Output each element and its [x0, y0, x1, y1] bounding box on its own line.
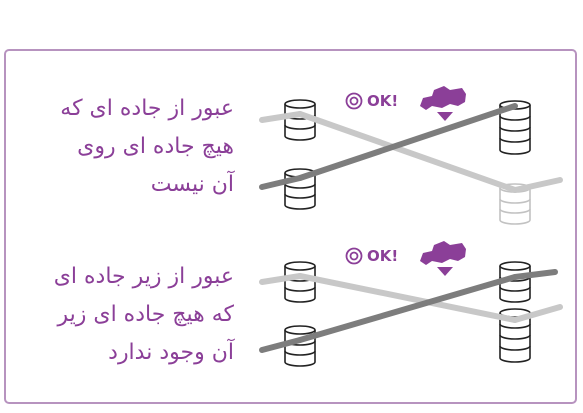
upper-road-right-end [512, 304, 563, 323]
caption-line: عبور از جاده ای که [60, 96, 234, 121]
lower-road [297, 103, 518, 181]
caption-line: که هیچ جاده ای زیر [57, 302, 234, 327]
ok-badge: OK! [345, 92, 398, 110]
lower-road-left-end [259, 337, 303, 353]
upper-road-left-end [259, 273, 303, 285]
stack-bottom-left [284, 325, 316, 367]
diagram-under-road: OK! [259, 241, 563, 367]
caption-line: عبور از زیر جاده ای [53, 264, 234, 289]
ok-label: OK! [367, 92, 398, 110]
diagram-over-road: OK! [259, 86, 563, 225]
caption-under-road: عبور از زیر جاده ای که هیچ جاده ای زیر آ… [14, 258, 234, 372]
lower-road-right-end [512, 269, 558, 280]
upper-road-right-end [512, 177, 563, 193]
caption-line: هیچ جاده ای روی [77, 134, 234, 159]
ok-badge: OK! [345, 247, 398, 265]
upper-road [297, 273, 518, 323]
double-circle-icon [345, 92, 363, 110]
lower-road-left-end [259, 175, 303, 190]
caption-line: آن وجود ندارد [108, 340, 234, 365]
upper-road-left-end [259, 111, 303, 123]
ok-label: OK! [367, 247, 398, 265]
lower-road [297, 274, 518, 343]
vehicle-with-arrow-icon [420, 86, 466, 121]
caption-over-road: عبور از جاده ای که هیچ جاده ای روی آن نی… [14, 90, 234, 204]
caption-line: آن نیست [150, 172, 234, 197]
stack-top-left [284, 261, 316, 303]
vehicle-with-arrow-icon [420, 241, 466, 276]
upper-road [297, 111, 518, 193]
double-circle-icon [345, 247, 363, 265]
